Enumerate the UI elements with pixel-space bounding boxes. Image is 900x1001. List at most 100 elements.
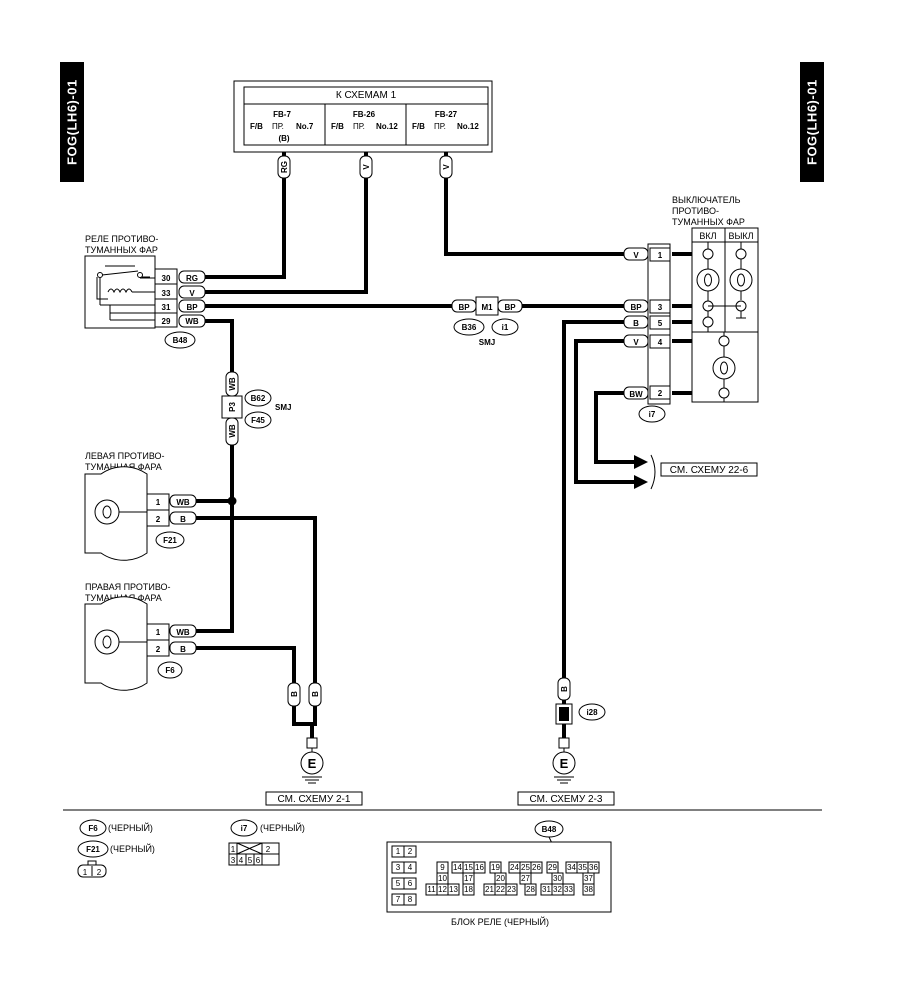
switch-on-label: ВКЛ — [699, 231, 716, 241]
fb27-code: FB-27 — [435, 110, 458, 119]
legend-b48-code: B48 — [542, 825, 557, 834]
switch-color-v2: V — [633, 338, 639, 347]
b48-pin-label: 36 — [589, 863, 598, 872]
wire-v-switch — [444, 178, 624, 256]
b48-pin-label: 29 — [548, 863, 557, 872]
ground-right-connector-i28: i28 — [586, 708, 598, 717]
mid-ref-b36: B36 — [462, 323, 477, 332]
switch-pin-4: 4 — [658, 338, 663, 347]
fb7-no: No.7 — [296, 122, 314, 131]
b48-pin-label: 28 — [526, 885, 535, 894]
relay: РЕЛЕ ПРОТИВО- ТУМАННЫХ ФАР 30 33 31 29 R… — [84, 234, 206, 349]
ground-right-tag: B — [560, 686, 569, 692]
relay-title-1: РЕЛЕ ПРОТИВО- — [85, 234, 158, 244]
b48-pin-cell — [524, 883, 537, 896]
tag-rg: RG — [280, 161, 289, 173]
ground-left-ref: СМ. СХЕМУ 2-1 — [278, 794, 351, 805]
legend-i7-pin-6: 6 — [256, 856, 261, 865]
b48-pin-label: 5 — [396, 879, 401, 888]
wires — [196, 152, 692, 740]
switch-title-3: ТУМАННЫХ ФАР — [672, 217, 745, 227]
wire-rg — [205, 178, 286, 279]
legend-i7-pin-3: 3 — [231, 856, 236, 865]
relay-pin-33: 33 — [162, 289, 171, 298]
b48-pin-label: 15 — [464, 863, 473, 872]
b48-pin-cell — [403, 861, 417, 874]
relay-pin-31: 31 — [162, 303, 171, 312]
relay-color-bp: BP — [186, 303, 198, 312]
legend: F6 (ЧЕРНЫЙ) F21 (ЧЕРНЫЙ) 1 2 i7 (ЧЕРНЫЙ)… — [77, 819, 612, 927]
b48-pin-label: 8 — [408, 895, 413, 904]
b48-pin-label: 1 — [396, 847, 401, 856]
b48-pin-label: 24 — [510, 863, 519, 872]
b48-pin-label: 6 — [408, 879, 413, 888]
left-lamp-color-b: B — [180, 515, 186, 524]
right-lamp-pin-2: 2 — [156, 645, 161, 654]
switch-title-1: ВЫКЛЮЧАТЕЛЬ — [672, 195, 741, 205]
right-lamp-pin-1: 1 — [156, 628, 161, 637]
wire-wb — [205, 319, 234, 372]
wire-b-left — [196, 516, 317, 683]
legend-i7-pin-5: 5 — [248, 856, 253, 865]
b48-pin-label: 20 — [496, 874, 505, 883]
left-lamp-pin-1: 1 — [156, 498, 161, 507]
legend-b48-caption: БЛОК РЕЛЕ (ЧЕРНЫЙ) — [451, 916, 549, 927]
switch-color-b: B — [633, 319, 639, 328]
b48-pin-label: 2 — [408, 847, 413, 856]
b48-pin-label: 26 — [532, 863, 541, 872]
relay-color-rg: RG — [186, 274, 198, 283]
b48-pin-cell — [403, 845, 417, 858]
relay-connector-b48: B48 — [173, 336, 188, 345]
b48-pin-cell — [582, 883, 595, 896]
mid-center-label: M1 — [481, 303, 493, 312]
fb27-pr: ПР. — [434, 122, 446, 131]
relay-color-wb: WB — [185, 317, 199, 326]
tag-v1: V — [362, 164, 371, 170]
wire-v-relay — [205, 178, 368, 294]
legend-f6-text: (ЧЕРНЫЙ) — [108, 822, 153, 833]
fb7-sub: (B) — [278, 134, 289, 143]
legend-i7-pin-4: 4 — [239, 856, 244, 865]
legend-f21-code: F21 — [86, 845, 100, 854]
ground-left-tag-1: B — [290, 691, 299, 697]
ground-left-tag-2: B — [311, 691, 320, 697]
b48-pin-label: 30 — [553, 874, 562, 883]
right-lamp-title-1: ПРАВАЯ ПРОТИВО- — [85, 582, 171, 592]
left-lamp-title-1: ЛЕВАЯ ПРОТИВО- — [85, 451, 165, 461]
fb7-fb: F/B — [250, 122, 263, 131]
top-box: К СХЕМАМ 1 FB-7 F/B ПР. No.7 (B) FB-26 F… — [233, 80, 493, 153]
relay-pin-30: 30 — [162, 274, 171, 283]
mid-left-color: BP — [458, 303, 470, 312]
fb27-fb: F/B — [412, 122, 425, 131]
b48-pin-label: 12 — [438, 885, 447, 894]
b48-pin-label: 14 — [453, 863, 462, 872]
b48-pin-label: 38 — [584, 885, 593, 894]
b48-pin-label: 19 — [491, 863, 500, 872]
top-box-title: К СХЕМАМ 1 — [336, 90, 397, 101]
legend-i7-code: i7 — [241, 824, 248, 833]
legend-i7-text: (ЧЕРНЫЙ) — [260, 822, 305, 833]
b48-pin-label: 27 — [521, 874, 530, 883]
switch-color-bp: BP — [630, 303, 642, 312]
b48-pin-label: 3 — [396, 863, 401, 872]
b48-pin-label: 9 — [440, 863, 445, 872]
switch-color-v1: V — [633, 251, 639, 260]
tag-v2: V — [442, 164, 451, 170]
left-lamp-pin-2: 2 — [156, 515, 161, 524]
b48-pin-label: 31 — [542, 885, 551, 894]
relay-title-2: ТУМАННЫХ ФАР — [85, 245, 158, 255]
ground-left-symbol: E — [308, 756, 317, 771]
b48-pin-label: 37 — [584, 874, 593, 883]
b48-pin-cell — [462, 883, 475, 896]
fb26-pr: ПР. — [353, 122, 365, 131]
b48-pin-label: 22 — [496, 885, 505, 894]
mid-smj: SMJ — [479, 338, 495, 347]
b48-pin-label: 25 — [521, 863, 530, 872]
p3-connector: WB P3 WB B62 F45 SMJ — [221, 371, 291, 446]
b48-pin-label: 18 — [464, 885, 473, 894]
legend-small-pin-2: 2 — [97, 868, 102, 877]
left-lamp-color-wb: WB — [176, 498, 190, 507]
fb26-fb: F/B — [331, 122, 344, 131]
